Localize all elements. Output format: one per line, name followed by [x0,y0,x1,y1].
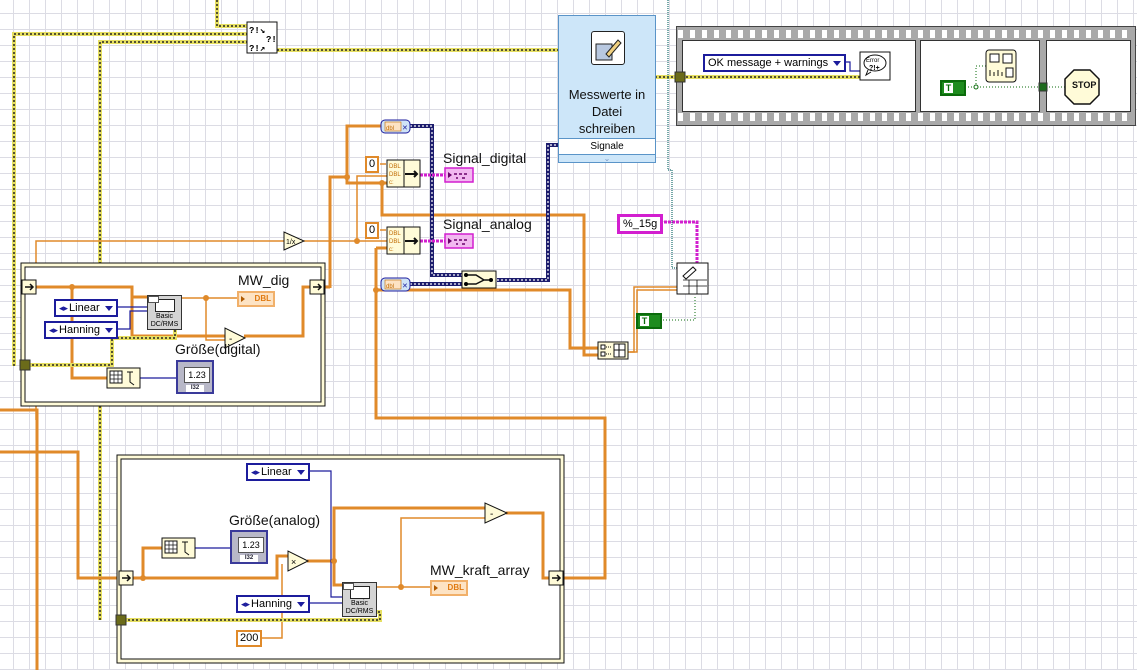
increment-icon: ◂▸ [59,303,69,313]
multiply-node: × [287,550,310,572]
array-size-upper [106,367,141,389]
svg-text:DBL: DBL [389,164,401,170]
const-format-string[interactable]: %_15g [617,214,664,234]
subtract-node-lower: - [484,502,509,524]
red-indicator-icon [148,296,159,303]
label-signal-analog: Signal_analog [443,216,532,232]
label-signal-digital: Signal_digital [443,150,527,166]
film-holes-top [678,30,1132,38]
reciprocal-node: 1/x [283,231,306,251]
waveform-wires [410,124,560,286]
sequence-frame-3[interactable] [1046,40,1131,112]
dropdown-arrow-icon [105,327,114,333]
waveform-indicator-digital [444,167,474,183]
svg-text:DBL: DBL [389,231,401,237]
const-zero-analog[interactable]: 0 [365,222,380,239]
waveform-indicator-analog [444,233,474,249]
dropdown-arrow-icon [833,60,842,66]
const-200[interactable]: 200 [236,630,263,647]
label-groesse-analog: Größe(analog) [229,512,321,528]
express-vi-title: Messwerte in Datei schreiben [568,87,646,136]
merge-signals-node [461,270,497,289]
write-file-icon [591,31,625,65]
svg-text:?!: ?! [266,35,277,45]
svg-text:dbl: dbl [386,284,394,290]
increment-icon: ◂▸ [251,467,261,477]
enum-linear-upper[interactable]: ◂▸Linear [54,299,118,317]
enum-error-mode[interactable]: OK message + warnings [703,54,847,72]
red-indicator-icon [343,583,354,590]
svg-text:DBL: DBL [389,172,401,178]
basic-dc-rms-upper[interactable]: Basic DC/RMS [147,295,182,330]
svg-text:✕: ✕ [402,283,408,290]
label-mw-dig: MW_dig [238,272,290,288]
sequence-frame-2[interactable] [920,40,1040,112]
enum-linear-lower[interactable]: ◂▸Linear [246,463,310,481]
const-zero-digital[interactable]: 0 [365,156,380,173]
build-waveform-analog: DBL DBL c: [386,226,421,255]
indicator-mw-kraft-array[interactable]: DBL [430,580,468,596]
meter-icon [349,586,370,599]
increment-icon: ◂▸ [49,325,59,335]
merge-errors-node: ?!↘ ?! ?!↗ [246,21,278,54]
build-array-node [597,341,629,360]
array-size-lower [161,537,196,559]
dropdown-arrow-icon [297,601,306,607]
label-groesse-digital: Größe(digital) [175,341,261,357]
enum-hanning-lower[interactable]: ◂▸Hanning [236,595,311,613]
svg-text:-: - [490,509,493,520]
svg-text:1/x: 1/x [286,239,296,246]
convert-to-dynamic-2: dbl ✕ [380,277,411,292]
svg-text:?!↘: ?!↘ [249,26,265,36]
express-vi-write-measurement-file[interactable]: Messwerte in Datei schreiben Signale ⌄ [558,15,656,163]
express-vi-terminal-signale[interactable]: Signale [559,138,655,155]
convert-to-dynamic-1: dbl ✕ [380,119,411,134]
increment-icon: ◂▸ [241,599,251,609]
lower-loop [116,454,565,664]
error-tunnel-upper [19,359,31,371]
const-true-sequence[interactable]: T [940,80,966,96]
basic-dc-rms-lower[interactable]: Basic DC/RMS [342,582,377,617]
label-mw-kraft-array: MW_kraft_array [430,562,530,578]
svg-text:×: × [291,557,296,567]
build-waveform-digital: DBL DBL c: [386,159,421,188]
write-spreadsheet-node [676,262,709,295]
expand-chevron-icon[interactable]: ⌄ [603,154,611,163]
enum-hanning-upper[interactable]: ◂▸Hanning [44,321,119,339]
dropdown-arrow-icon [296,469,305,475]
svg-text:-: - [229,334,232,345]
svg-text:?!↗: ?!↗ [249,44,265,54]
svg-text:DBL: DBL [389,239,401,245]
sequence-frame-1[interactable] [682,40,916,112]
indicator-mw-dig[interactable]: DBL [237,291,275,307]
subtract-node-upper: - [224,327,247,349]
svg-text:dbl: dbl [386,126,394,132]
film-holes-bottom [678,113,1132,121]
refnum-wires [667,0,678,269]
const-true-append[interactable]: T [636,313,662,329]
svg-text:c:: c: [389,180,394,186]
svg-text:c:: c: [389,247,394,253]
error-tunnel-lower [115,614,127,626]
svg-text:✕: ✕ [402,125,408,132]
dropdown-arrow-icon [104,305,113,311]
meter-icon [154,299,175,312]
